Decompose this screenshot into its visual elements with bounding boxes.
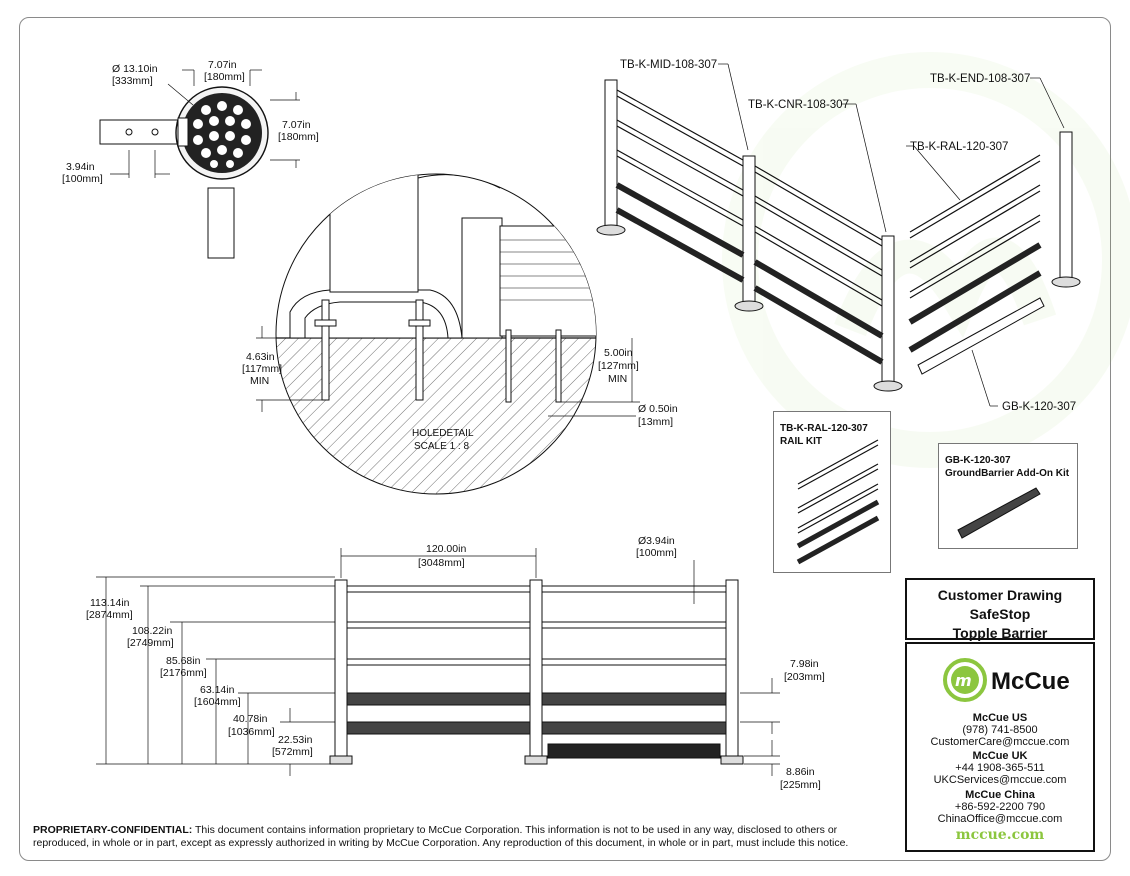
height-2-mm: [2749mm] xyxy=(127,637,174,649)
tube-width-mm: [100mm] xyxy=(62,173,103,185)
ground-gap-mm: [225mm] xyxy=(780,779,821,791)
hole-right-min: MIN xyxy=(608,373,627,385)
tube-width-in: 3.94in xyxy=(66,161,95,173)
gb-kit-name: GroundBarrier Add-On Kit xyxy=(945,468,1070,479)
height-5-mm: [1036mm] xyxy=(228,726,275,738)
height-4-in: 63.14in xyxy=(200,684,235,696)
hole-detail-scale: SCALE 1 : 8 xyxy=(414,441,469,452)
height-2-in: 108.22in xyxy=(132,625,172,637)
hole-left-depth-mm: [117mm] xyxy=(242,363,282,375)
hole-left-min: MIN xyxy=(250,375,269,387)
office-uk-email: UKCServices@mccue.com xyxy=(933,774,1067,786)
hole-left-depth-in: 4.63in xyxy=(246,351,275,363)
logo-wordmark: McCue xyxy=(991,668,1070,695)
callout-mid-post: TB-K-MID-108-307 xyxy=(620,59,717,71)
confidentiality-notice: PROPRIETARY-CONFIDENTIAL: This document … xyxy=(33,824,883,850)
office-us: McCue US (978) 741-8500 CustomerCare@mcc… xyxy=(907,712,1093,748)
span-length-in: 120.00in xyxy=(426,543,466,555)
post-dia-elev-mm: [100mm] xyxy=(636,547,677,559)
office-us-name: McCue US xyxy=(972,712,1028,724)
title-line-3: Topple Barrier xyxy=(952,625,1048,641)
height-3-in: 85.68in xyxy=(166,655,201,667)
hole-detail-label: HOLEDETAIL xyxy=(412,428,474,439)
height-5-in: 40.78in xyxy=(233,713,268,725)
office-uk-name: McCue UK xyxy=(972,750,1028,762)
office-uk-phone: +44 1908-365-511 xyxy=(955,762,1045,774)
height-6-in: 22.53in xyxy=(278,734,313,746)
post-dia-in: Ø 13.10in xyxy=(112,63,158,75)
rail-gap-in: 7.98in xyxy=(790,658,819,670)
office-china: McCue China +86-592-2200 790 ChinaOffice… xyxy=(907,789,1093,825)
bolt-dia-mm: [13mm] xyxy=(638,416,673,428)
callout-corner-post: TB-K-CNR-108-307 xyxy=(748,99,849,111)
post-width-mm: [180mm] xyxy=(204,71,245,83)
office-us-phone: (978) 741-8500 xyxy=(962,724,1038,736)
callout-ground-barrier: GB-K-120-307 xyxy=(1002,401,1076,413)
height-6-mm: [572mm] xyxy=(272,746,313,758)
rail-kit-name: RAIL KIT xyxy=(780,436,823,447)
office-china-name: McCue China xyxy=(965,789,1035,801)
company-website-link[interactable]: mccue.com xyxy=(955,827,1045,843)
callout-rail: TB-K-RAL-120-307 xyxy=(910,141,1008,153)
title-block: Customer Drawing SafeStop Topple Barrier xyxy=(905,578,1095,641)
height-1-in: 113.14in xyxy=(90,597,130,609)
svg-text:m: m xyxy=(955,671,972,690)
office-uk: McCue UK +44 1908-365-511 UKCServices@mc… xyxy=(907,750,1093,786)
confidential-text: This document contains information propr… xyxy=(33,824,849,849)
post-dia-elev-in: Ø3.94in xyxy=(638,535,675,547)
office-us-email: CustomerCare@mccue.com xyxy=(930,736,1070,748)
bolt-dia-in: Ø 0.50in xyxy=(638,403,678,415)
rail-kit-code: TB-K-RAL-120-307 xyxy=(780,423,868,434)
title-line-2: SafeStop xyxy=(969,606,1031,622)
post-height-mm: [180mm] xyxy=(278,131,319,143)
watermark-logo xyxy=(722,52,1130,468)
confidential-label: PROPRIETARY-CONFIDENTIAL: xyxy=(33,824,193,836)
company-info-block: m McCue McCue US (978) 741-8500 Customer… xyxy=(905,642,1095,852)
title-line-1: Customer Drawing xyxy=(937,587,1063,603)
span-length-mm: [3048mm] xyxy=(418,557,465,569)
post-top-detail xyxy=(99,69,300,259)
height-1-mm: [2874mm] xyxy=(86,609,133,621)
post-width-in: 7.07in xyxy=(208,59,237,71)
ground-gap-in: 8.86in xyxy=(786,766,815,778)
office-china-email: ChinaOffice@mccue.com xyxy=(937,813,1063,825)
rail-kit-box: TB-K-RAL-120-307 RAIL KIT xyxy=(773,411,891,573)
hole-right-depth-mm: [127mm] xyxy=(598,360,639,372)
height-4-mm: [1604mm] xyxy=(194,696,241,708)
hole-right-depth-in: 5.00in xyxy=(604,347,633,359)
height-3-mm: [2176mm] xyxy=(160,667,207,679)
mccue-logo: m McCue xyxy=(941,656,1071,704)
callout-end-post: TB-K-END-108-307 xyxy=(930,73,1030,85)
ground-barrier-kit-box: GB-K-120-307 GroundBarrier Add-On Kit xyxy=(938,443,1078,549)
post-height-in: 7.07in xyxy=(282,119,311,131)
isometric-barrier xyxy=(596,63,1081,407)
gb-kit-code: GB-K-120-307 xyxy=(945,455,1011,466)
hole-detail-view xyxy=(256,173,640,495)
front-elevation xyxy=(96,548,780,776)
post-dia-mm: [333mm] xyxy=(112,75,153,87)
office-china-phone: +86-592-2200 790 xyxy=(954,801,1046,813)
rail-gap-mm: [203mm] xyxy=(784,671,825,683)
